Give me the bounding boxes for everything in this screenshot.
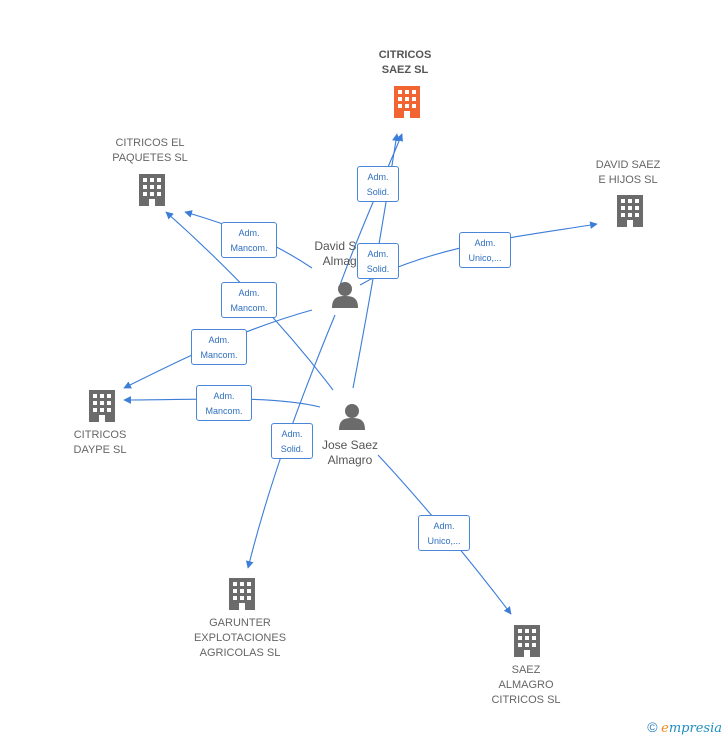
- edge-label-david-saez: Adm. Solid.: [357, 166, 399, 202]
- building-icon-david-saez-hijos[interactable]: [617, 195, 643, 227]
- company-label-garunter[interactable]: GARUNTER EXPLOTACIONES AGRICOLAS SL: [193, 617, 287, 659]
- person-label-jose[interactable]: Jose Saez Almagro: [321, 438, 379, 467]
- building-icon-saez-almagro[interactable]: [514, 625, 540, 657]
- edge-david-saez: [339, 133, 403, 286]
- brand-name: mpresia: [668, 721, 722, 736]
- person-icon-david[interactable]: [332, 282, 358, 308]
- brand-initial: e: [661, 721, 669, 736]
- company-label-citricos-saez[interactable]: CITRICOS SAEZ SL: [378, 49, 432, 76]
- building-icon-citricos-daype[interactable]: [89, 390, 115, 422]
- edge-label-jose-saez-almagro: Adm. Unico,...: [418, 515, 470, 551]
- company-label-citricos-daype[interactable]: CITRICOS DAYPE SL: [73, 429, 127, 456]
- edge-label-david-hijos: Adm. Unico,...: [459, 232, 511, 268]
- building-icon-citricos-saez[interactable]: [394, 86, 420, 118]
- person-label-david[interactable]: David Saez Almagro: [314, 239, 375, 268]
- company-label-citricos-el-paquetes[interactable]: CITRICOS EL PAQUETES SL: [112, 137, 188, 164]
- edge-label-david-garunter: Adm. Solid.: [271, 423, 313, 459]
- edge-label-jose-saez: Adm. Solid.: [357, 243, 399, 279]
- edge-label-jose-paquetes: Adm. Mancom.: [221, 282, 277, 318]
- edge-label-david-daype: Adm. Mancom.: [191, 329, 247, 365]
- edge-label-david-paquetes: Adm. Mancom.: [221, 222, 277, 258]
- building-icon-garunter[interactable]: [229, 578, 255, 610]
- company-label-saez-almagro[interactable]: SAEZ ALMAGRO CITRICOS SL: [491, 664, 561, 706]
- copyright-icon: ©: [647, 719, 658, 735]
- building-icon-citricos-el-paquetes[interactable]: [139, 174, 165, 206]
- empresia-logo[interactable]: © empresia: [647, 719, 722, 736]
- company-label-david-saez-hijos[interactable]: DAVID SAEZ E HIJOS SL: [595, 159, 661, 186]
- edge-label-jose-daype: Adm. Mancom.: [196, 385, 252, 421]
- person-icon-jose[interactable]: [339, 404, 365, 430]
